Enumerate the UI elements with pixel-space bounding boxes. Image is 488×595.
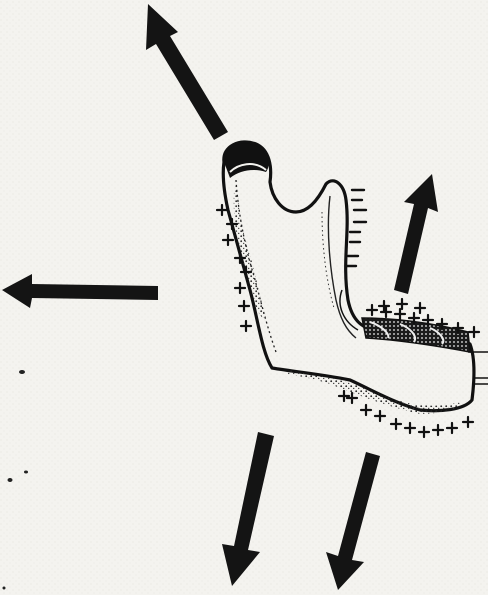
diagram-canvas [0,0,488,595]
mandible-growth-diagram [0,0,488,595]
